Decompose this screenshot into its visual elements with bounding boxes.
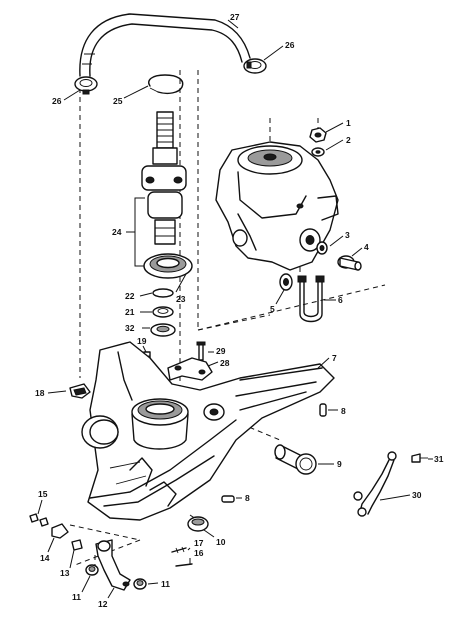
- callout-11a: 11: [72, 592, 81, 602]
- hose-clamp-right: [243, 58, 267, 74]
- callout-31: 31: [434, 454, 444, 464]
- callout-26a: 26: [52, 96, 62, 106]
- washer-2: [311, 147, 325, 157]
- callout-16: 16: [194, 548, 204, 558]
- callout-25: 25: [113, 96, 123, 106]
- gimbal-housing: [215, 141, 339, 271]
- dowel-pin-8a: [319, 403, 327, 417]
- callout-9: 9: [337, 459, 342, 469]
- callout-6: 6: [338, 295, 343, 305]
- bushing-11b: [133, 578, 147, 590]
- bushing-11a: [85, 564, 99, 576]
- callout-11b: 11: [161, 579, 170, 589]
- ground-strap-30: [353, 451, 397, 517]
- leader-lines: [37, 19, 433, 599]
- washer-5: [279, 273, 293, 291]
- callout-18: 18: [35, 388, 45, 398]
- callout-3: 3: [345, 230, 350, 240]
- u-joint-shaft: [141, 111, 187, 245]
- pin-16: [175, 563, 193, 567]
- callout-8b: 8: [245, 493, 250, 503]
- callout-26b: 26: [285, 40, 295, 50]
- callout-19: 19: [137, 336, 147, 346]
- water-hose: [79, 13, 251, 77]
- bushing-32: [150, 323, 176, 337]
- ring-22: [152, 288, 174, 298]
- seal-21: [152, 306, 174, 318]
- callout-5: 5: [270, 304, 275, 314]
- pin-29: [196, 341, 206, 361]
- pivot-pin-9: [274, 444, 317, 475]
- bushing-10: [187, 516, 209, 532]
- fitting-13: [71, 539, 83, 551]
- callout-labels: 1 2 3 4 5 6 7 8 8 9 10 11 11 12 13 14 15…: [35, 12, 444, 609]
- callout-21: 21: [125, 307, 135, 317]
- bushing-4: [337, 255, 362, 271]
- lever-12: [95, 539, 131, 591]
- dowel-pin-8b: [221, 495, 235, 503]
- nut-1: [309, 127, 327, 143]
- lever-28: [167, 357, 213, 381]
- u-bolt-6: [297, 275, 325, 323]
- pin-17: [171, 546, 187, 554]
- callout-2: 2: [346, 135, 351, 145]
- callout-23: 23: [176, 294, 186, 304]
- callout-1: 1: [346, 118, 351, 128]
- callout-29: 29: [216, 346, 226, 356]
- callout-32: 32: [125, 323, 135, 333]
- callout-8a: 8: [341, 406, 346, 416]
- callout-7: 7: [332, 353, 337, 363]
- washer-3: [316, 241, 328, 255]
- callout-30: 30: [412, 490, 422, 500]
- water-fitting-18: [69, 383, 91, 399]
- callout-28: 28: [220, 358, 230, 368]
- bearing: [143, 253, 193, 279]
- screw-31: [411, 453, 428, 463]
- callout-27: 27: [230, 12, 240, 22]
- callout-14: 14: [40, 553, 50, 563]
- snap-ring: [148, 74, 184, 95]
- hose-clamp-left: [74, 76, 98, 95]
- callout-22: 22: [125, 291, 135, 301]
- callout-17: 17: [194, 538, 204, 548]
- callout-4: 4: [364, 242, 369, 252]
- callout-12: 12: [98, 599, 108, 609]
- bolts-15: [29, 513, 49, 527]
- callout-13: 13: [60, 568, 70, 578]
- transom-plate: [81, 341, 335, 521]
- fitting-14: [51, 523, 69, 539]
- callout-10: 10: [216, 537, 226, 547]
- callout-24: 24: [112, 227, 122, 237]
- callout-15: 15: [38, 489, 48, 499]
